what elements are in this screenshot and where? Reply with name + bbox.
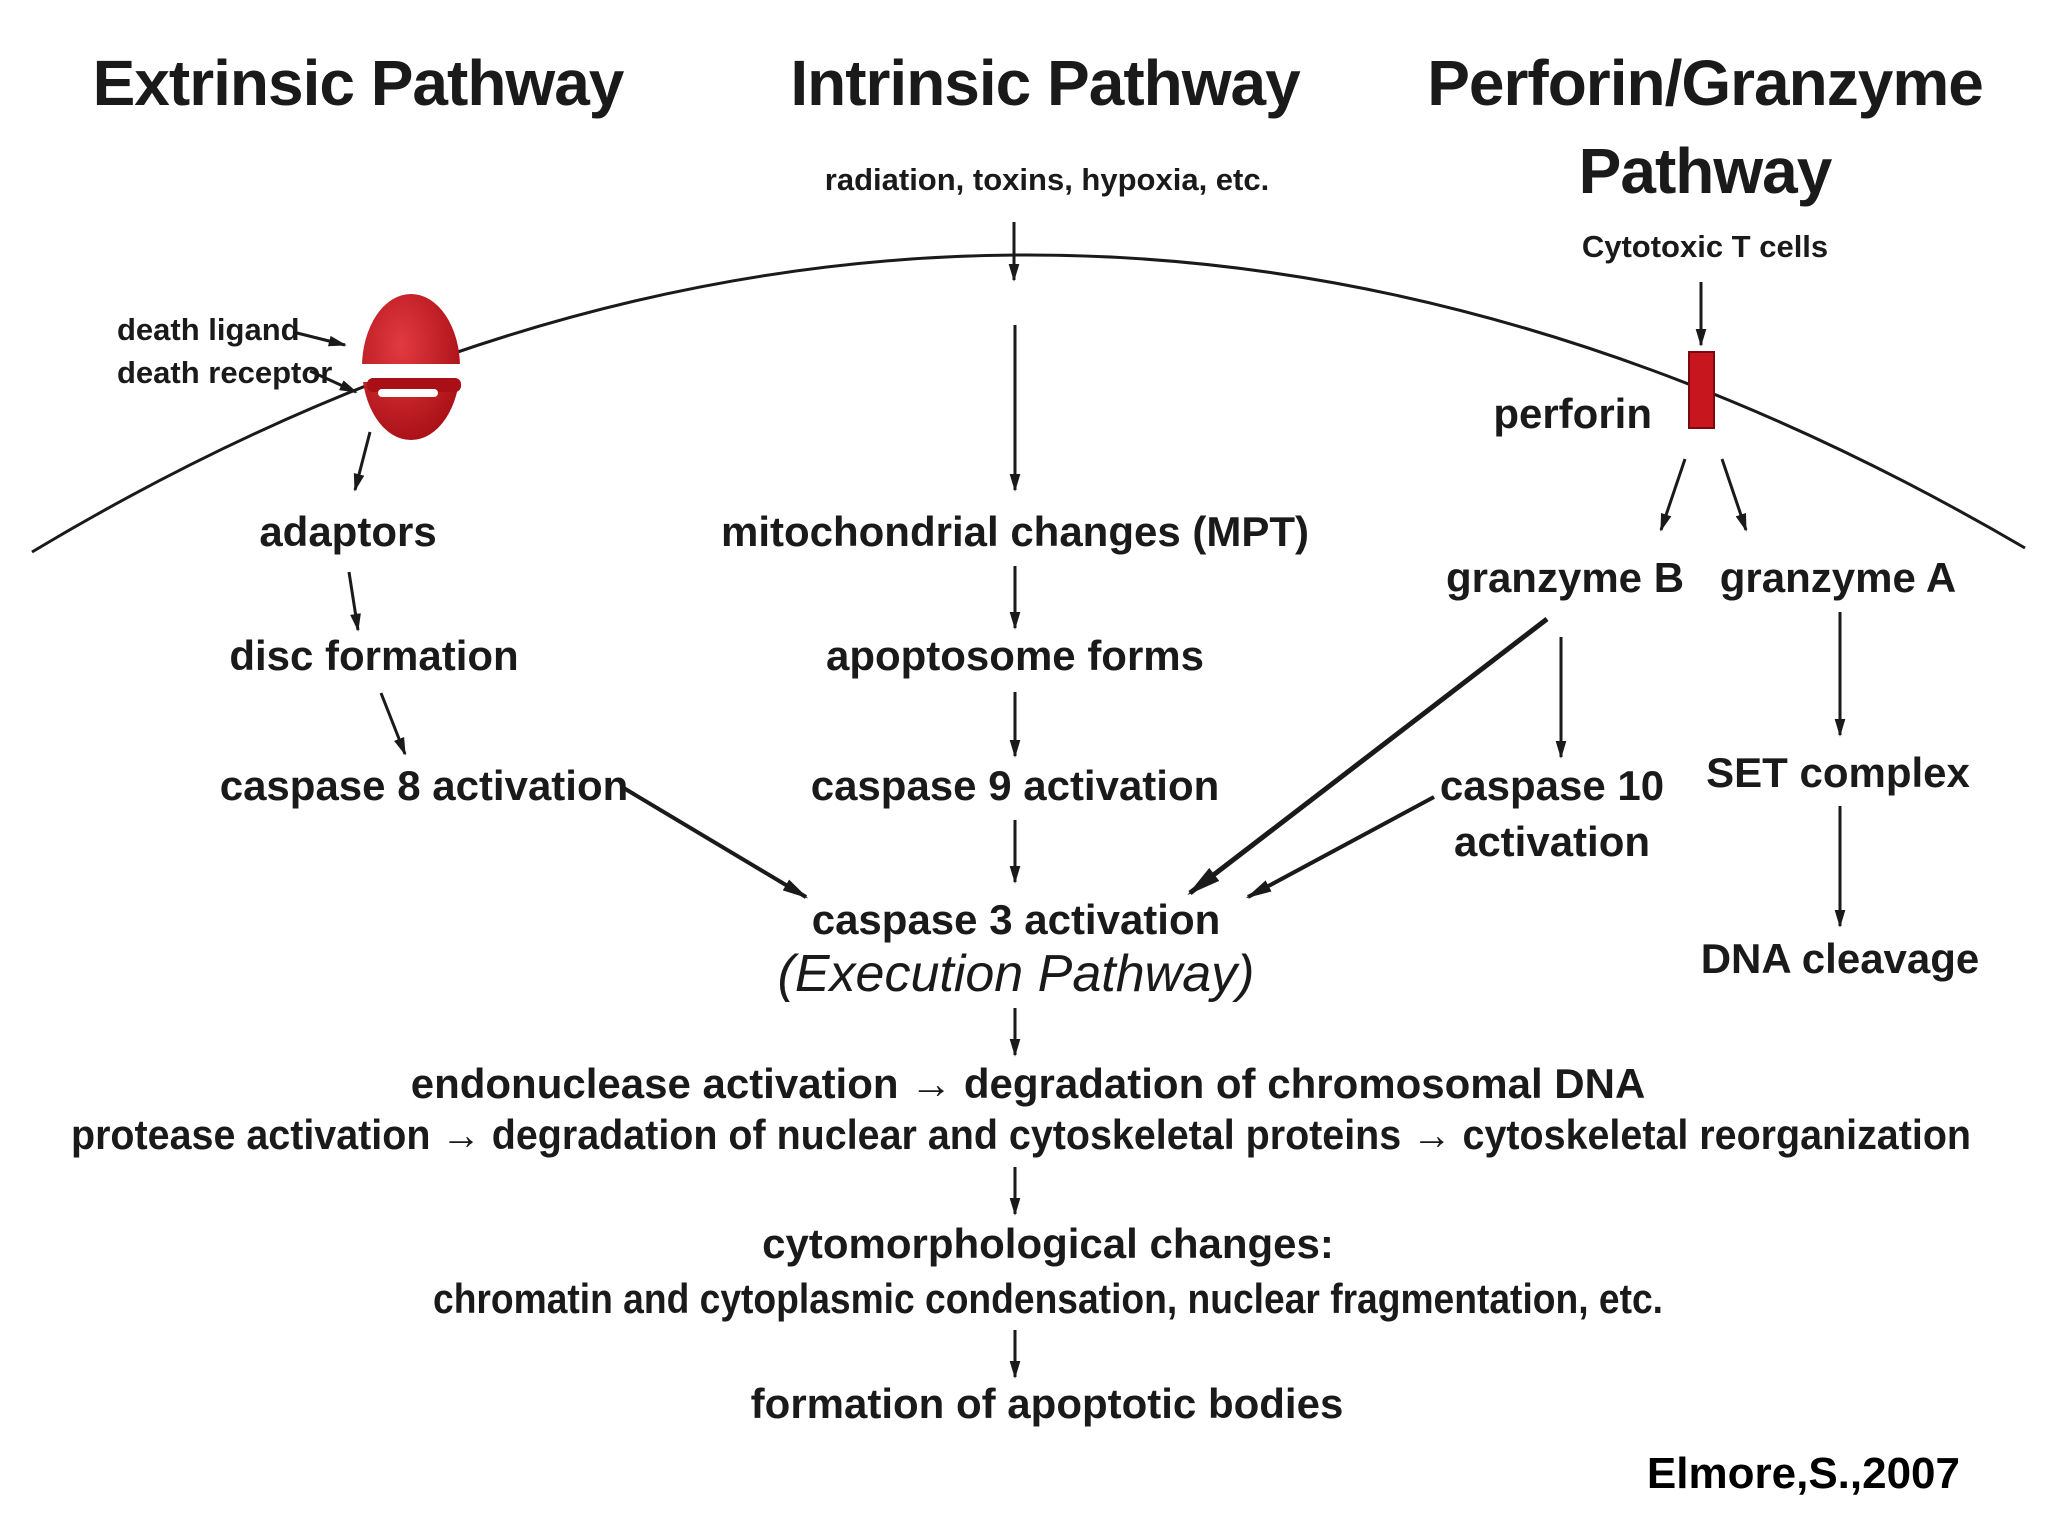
condensation-line: chromatin and cytoplasmic condensation, … (433, 1275, 1663, 1322)
extrinsic-title: Extrinsic Pathway (93, 47, 625, 119)
arrow-granzymeB-to-caspase3 (1187, 617, 1549, 896)
death-ligand-arrow (292, 330, 347, 347)
caspase3-label: caspase 3 activation (812, 896, 1221, 943)
arrow-caspase10-to-caspase3 (1245, 795, 1435, 899)
intrinsic-trigger-label: radiation, toxins, hypoxia, etc. (825, 162, 1269, 197)
apoptotic-bodies-label: formation of apoptotic bodies (751, 1380, 1344, 1427)
citation: Elmore,S.,2007 (1647, 1449, 1960, 1498)
cytotoxic-t-cells-label: Cytotoxic T cells (1582, 229, 1828, 264)
cytomorphological-label: cytomorphological changes: (762, 1220, 1334, 1267)
arrow-disc-to-caspase8 (379, 692, 407, 756)
caspase9-label: caspase 9 activation (811, 762, 1220, 809)
caspase10-label-line1: caspase 10 (1440, 762, 1664, 809)
execution-pathway-label: (Execution Pathway) (778, 945, 1255, 1003)
perforin-pore-icon (1688, 351, 1715, 429)
granzyme-b-label: granzyme B (1446, 554, 1684, 601)
endonuclease-line: endonuclease activation → degradation of… (411, 1060, 1646, 1107)
arrow-receptor-to-adaptors (353, 431, 372, 492)
arrow-caspase8-to-caspase3 (620, 785, 809, 899)
death-receptor-arrow (309, 369, 358, 394)
dna-cleavage-label: DNA cleavage (1701, 935, 1980, 982)
protease-line: protease activation → degradation of nuc… (71, 1111, 1971, 1158)
death-receptor-icon (358, 294, 464, 440)
intrinsic-title: Intrinsic Pathway (790, 47, 1301, 119)
granzyme-a-label: granzyme A (1720, 554, 1957, 601)
perforin-title-line1: Perforin/Granzyme (1427, 47, 1983, 119)
set-complex-label: SET complex (1706, 749, 1970, 796)
arrow-adaptors-to-disc (347, 571, 361, 632)
adaptors-label: adaptors (259, 508, 436, 555)
perforin-title-line2: Pathway (1579, 135, 1833, 207)
mitochondrial-changes-label: mitochondrial changes (MPT) (721, 508, 1309, 555)
apoptosome-label: apoptosome forms (826, 632, 1204, 679)
death-ligand-label: death ligand (117, 312, 300, 347)
perforin-label: perforin (1493, 390, 1652, 437)
cell-membrane (31, 253, 2026, 554)
disc-formation-label: disc formation (229, 632, 518, 679)
death-receptor-label: death receptor (117, 355, 332, 390)
arrow-perforin-to-granzymeB (1659, 458, 1687, 532)
caspase8-label: caspase 8 activation (220, 762, 629, 809)
arrow-perforin-to-granzymeA (1720, 458, 1748, 532)
caspase10-label-line2: activation (1454, 818, 1650, 865)
